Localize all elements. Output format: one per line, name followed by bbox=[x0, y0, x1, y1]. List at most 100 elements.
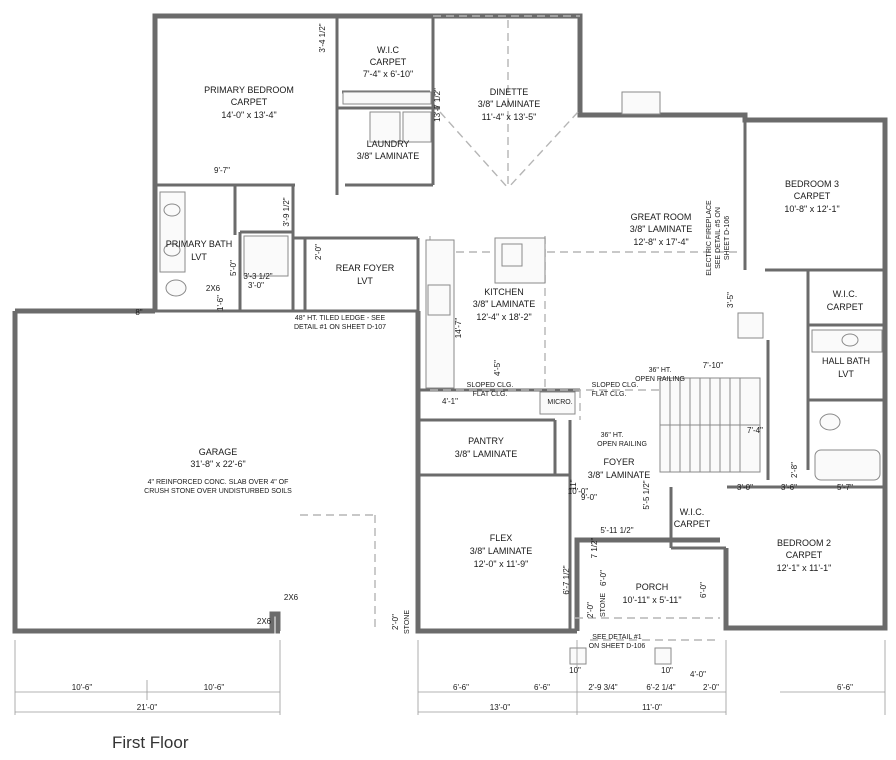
svg-text:GREAT ROOM: GREAT ROOM bbox=[631, 212, 692, 222]
svg-text:7'-10": 7'-10" bbox=[703, 361, 724, 370]
room-garage: GARAGE 31'-8" x 22'-6" bbox=[190, 447, 245, 469]
svg-text:6'-0": 6'-0" bbox=[699, 582, 708, 598]
room-pantry: PANTRY 3/8" LAMINATE bbox=[455, 436, 518, 459]
svg-text:LVT: LVT bbox=[191, 252, 207, 262]
svg-text:14'-7": 14'-7" bbox=[454, 318, 463, 339]
svg-text:OPEN RAILING: OPEN RAILING bbox=[635, 376, 685, 383]
toilet bbox=[165, 279, 187, 297]
room-kitchen: KITCHEN 3/8" LAMINATE 12'-4" x 18'-2" bbox=[473, 287, 536, 322]
svg-text:10": 10" bbox=[569, 666, 581, 675]
svg-text:2X6: 2X6 bbox=[284, 593, 299, 602]
svg-text:3/8" LAMINATE: 3/8" LAMINATE bbox=[630, 224, 693, 234]
svg-text:4'-0": 4'-0" bbox=[690, 670, 706, 679]
dryer bbox=[402, 111, 432, 143]
svg-text:W.I.C: W.I.C bbox=[377, 45, 399, 55]
room-flex: FLEX 3/8" LAMINATE 12'-0" x 11'-9" bbox=[470, 533, 533, 569]
svg-text:LVT: LVT bbox=[357, 276, 373, 286]
room-primary-bath: PRIMARY BATH LVT bbox=[166, 239, 233, 262]
svg-text:LAUNDRY: LAUNDRY bbox=[367, 139, 410, 149]
room-labels: PRIMARY BEDROOM CARPET 14'-0" x 13'-4" W… bbox=[166, 45, 870, 605]
svg-text:CRUSH STONE OVER UNDISTURBED S: CRUSH STONE OVER UNDISTURBED SOILS bbox=[144, 488, 292, 495]
room-bedroom-2: BEDROOM 2 CARPET 12'-1" x 11'-1" bbox=[777, 538, 832, 573]
svg-text:FOYER: FOYER bbox=[603, 457, 635, 467]
fixtures bbox=[159, 91, 883, 665]
micro-cabinet bbox=[539, 391, 576, 415]
svg-text:3'-4 1/2": 3'-4 1/2" bbox=[318, 23, 327, 52]
porch-detail-note: SEE DETAIL #1 bbox=[592, 634, 642, 641]
svg-text:11": 11" bbox=[569, 479, 578, 490]
svg-text:8": 8" bbox=[135, 308, 142, 317]
svg-text:2'-0": 2'-0" bbox=[314, 244, 323, 260]
railing-lower-note: 36" HT. bbox=[601, 432, 624, 439]
svg-text:KITCHEN: KITCHEN bbox=[484, 287, 524, 297]
range bbox=[427, 284, 451, 316]
room-bedroom-3: BEDROOM 3 CARPET 10'-8" x 12'-1" bbox=[784, 179, 839, 214]
svg-text:5'-7": 5'-7" bbox=[837, 483, 853, 492]
svg-text:3/8" LAMINATE: 3/8" LAMINATE bbox=[473, 299, 536, 309]
dimension-lines bbox=[14, 640, 886, 715]
svg-text:10'-0": 10'-0" bbox=[568, 487, 589, 496]
room-hall-bath: HALL BATH LVT bbox=[822, 356, 870, 379]
svg-text:3/8" LAMINATE: 3/8" LAMINATE bbox=[470, 546, 533, 556]
svg-text:2'-8": 2'-8" bbox=[790, 462, 799, 478]
porch-column-left bbox=[569, 647, 587, 665]
svg-text:3/8" LAMINATE: 3/8" LAMINATE bbox=[588, 470, 651, 480]
svg-text:PANTRY: PANTRY bbox=[468, 436, 504, 446]
stone-note: STONE bbox=[404, 610, 411, 634]
svg-text:3'-3 1/2": 3'-3 1/2" bbox=[243, 272, 272, 281]
svg-text:3'-0": 3'-0" bbox=[737, 483, 753, 492]
hall-toilet bbox=[819, 413, 841, 431]
svg-text:2'-0": 2'-0" bbox=[703, 683, 719, 692]
svg-text:PRIMARY BATH: PRIMARY BATH bbox=[166, 239, 233, 249]
svg-text:ELECTRIC FIREPLACE: ELECTRIC FIREPLACE bbox=[706, 200, 713, 276]
svg-text:6'-6": 6'-6" bbox=[837, 683, 853, 692]
svg-text:SEE DETAIL #5 ON: SEE DETAIL #5 ON bbox=[715, 207, 722, 269]
svg-text:4'-5": 4'-5" bbox=[493, 360, 502, 376]
porch-column-right bbox=[654, 647, 672, 665]
svg-text:OPEN RAILING: OPEN RAILING bbox=[597, 441, 647, 448]
svg-text:6'-2 1/4": 6'-2 1/4" bbox=[646, 683, 675, 692]
svg-text:BEDROOM 3: BEDROOM 3 bbox=[785, 179, 839, 189]
fireplace bbox=[737, 312, 764, 339]
svg-text:2'-0": 2'-0" bbox=[391, 614, 400, 630]
svg-text:6'-6": 6'-6" bbox=[453, 683, 469, 692]
svg-text:ON SHEET D-106: ON SHEET D-106 bbox=[589, 643, 646, 650]
svg-text:13'-0": 13'-0" bbox=[490, 703, 511, 712]
svg-text:3'-6": 3'-6" bbox=[781, 483, 797, 492]
room-laundry: LAUNDRY 3/8" LAMINATE bbox=[357, 139, 420, 161]
sink bbox=[501, 243, 523, 267]
room-rear-foyer: REAR FOYER LVT bbox=[336, 263, 395, 286]
svg-text:11'-4" x 13'-5": 11'-4" x 13'-5" bbox=[482, 112, 537, 122]
sloped-ceiling-left: SLOPED CLG. bbox=[467, 382, 514, 389]
svg-text:FLAT CLG.: FLAT CLG. bbox=[592, 391, 627, 398]
svg-text:REAR FOYER: REAR FOYER bbox=[336, 263, 395, 273]
svg-text:SHEET D-106: SHEET D-106 bbox=[724, 216, 731, 260]
room-wic-bedroom-3: W.I.C. CARPET bbox=[827, 289, 864, 312]
svg-text:6'-6": 6'-6" bbox=[534, 683, 550, 692]
svg-text:6'-0": 6'-0" bbox=[599, 570, 608, 586]
svg-text:11'-0": 11'-0" bbox=[642, 703, 662, 712]
window-bay bbox=[621, 91, 661, 115]
fireplace-note: ELECTRIC FIREPLACE SEE DETAIL #5 ON SHEE… bbox=[706, 200, 731, 276]
svg-text:PORCH: PORCH bbox=[636, 582, 669, 592]
tiled-ledge-note: 48" HT. TILED LEDGE - SEE bbox=[295, 315, 386, 322]
svg-text:10": 10" bbox=[661, 666, 673, 675]
svg-text:CARPET: CARPET bbox=[231, 97, 268, 107]
svg-text:7'-4": 7'-4" bbox=[747, 426, 763, 435]
svg-text:10'-11" x 5'-11": 10'-11" x 5'-11" bbox=[622, 595, 681, 605]
room-primary-bedroom: PRIMARY BEDROOM CARPET 14'-0" x 13'-4" bbox=[204, 85, 294, 120]
stairs bbox=[659, 377, 761, 473]
svg-text:21'-0": 21'-0" bbox=[137, 703, 158, 712]
svg-text:3/8" LAMINATE: 3/8" LAMINATE bbox=[455, 449, 518, 459]
floor-title: First Floor bbox=[112, 733, 189, 752]
svg-text:31'-8" x 22'-6": 31'-8" x 22'-6" bbox=[190, 459, 245, 469]
svg-text:10'-6": 10'-6" bbox=[204, 683, 225, 692]
porch-stone-note: STONE bbox=[600, 593, 607, 617]
exterior-walls bbox=[12, 13, 888, 634]
svg-text:FLEX: FLEX bbox=[490, 533, 513, 543]
sloped-ceiling-right: SLOPED CLG. bbox=[592, 382, 639, 389]
svg-text:9'-0": 9'-0" bbox=[581, 493, 597, 502]
svg-text:3/8" LAMINATE: 3/8" LAMINATE bbox=[357, 151, 420, 161]
svg-text:2'-9 3/4": 2'-9 3/4" bbox=[588, 683, 617, 692]
